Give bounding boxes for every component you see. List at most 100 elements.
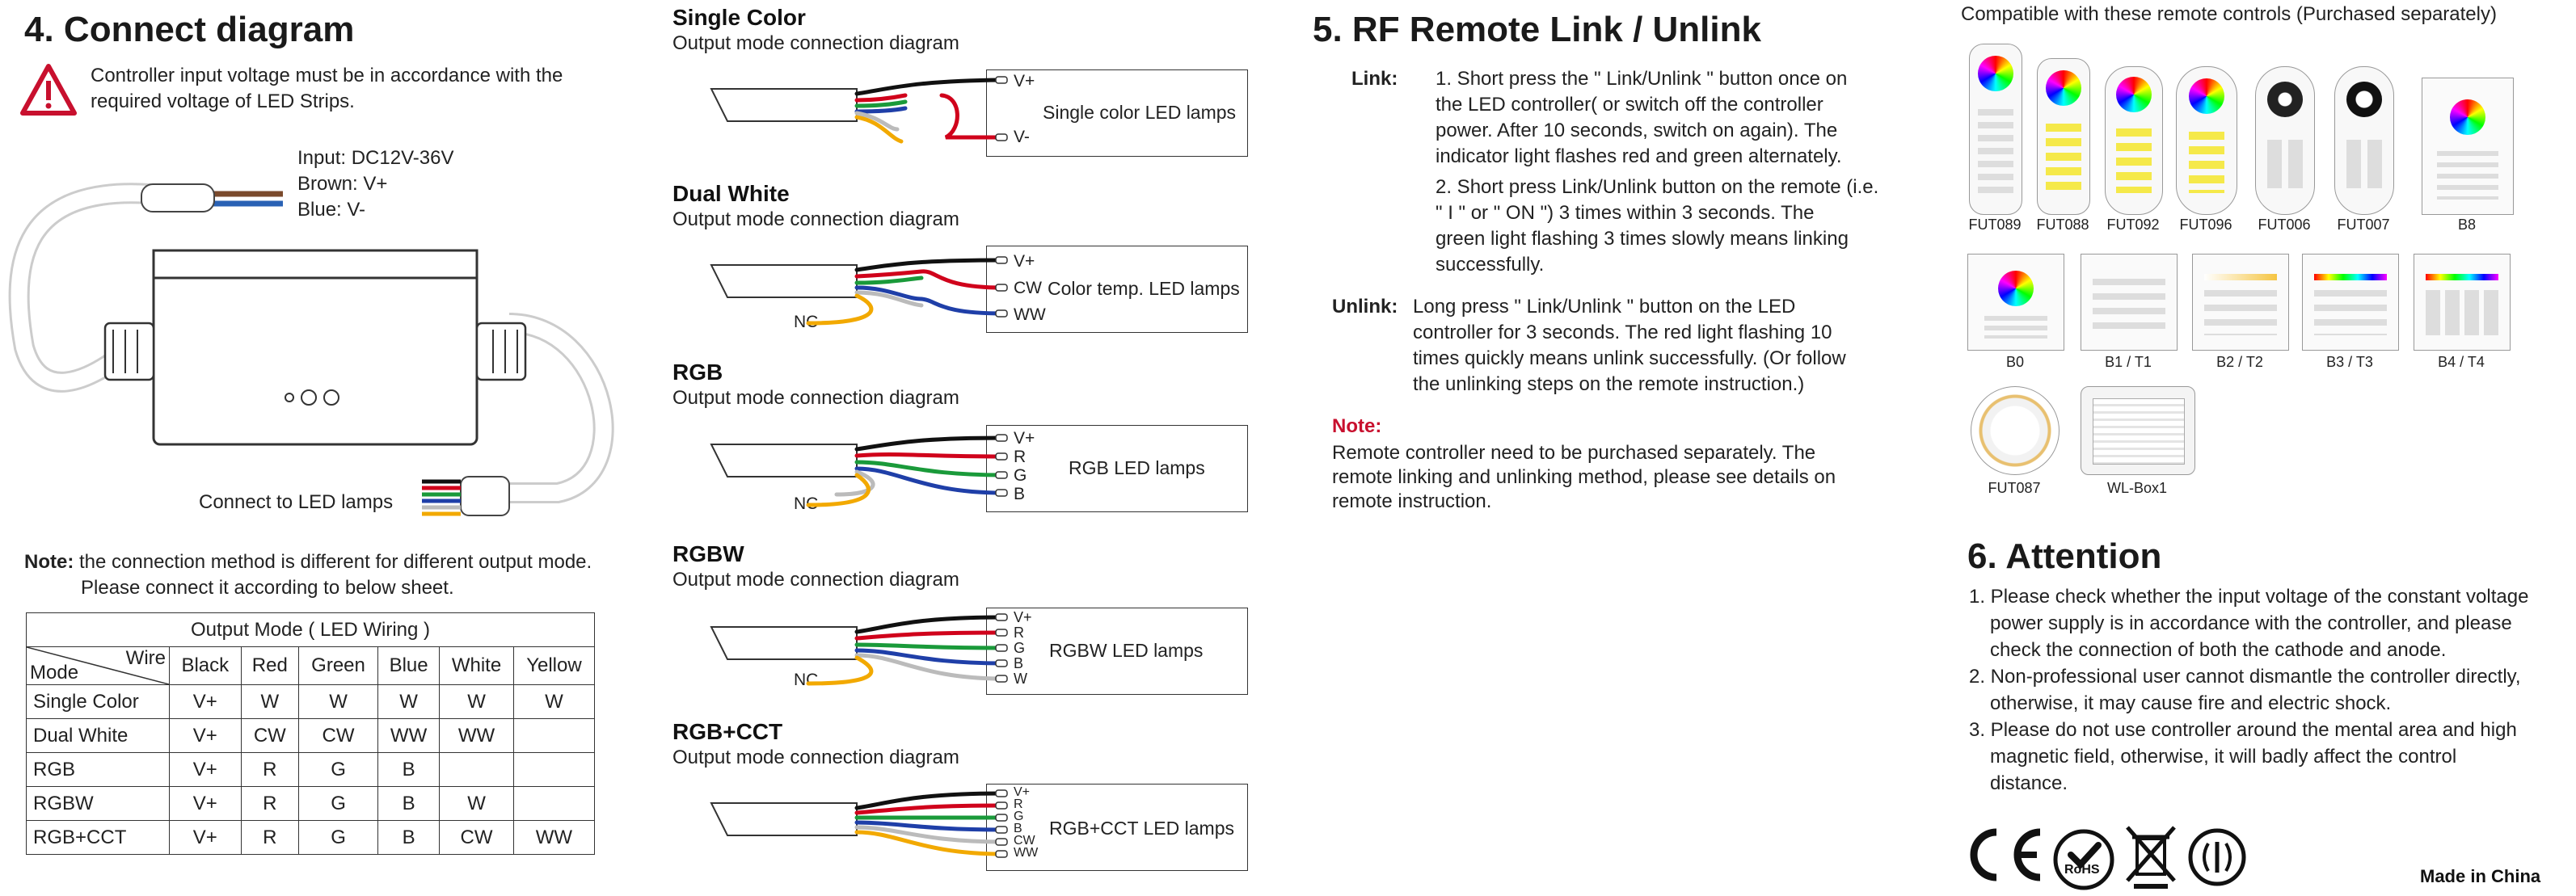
attention-item: 3. Please do not use controller around t… (1969, 719, 2517, 794)
lamp-label: RGB+CCT LED lamps (1049, 818, 1235, 839)
lamp-box (986, 425, 1248, 512)
led-connect-label: Connect to LED lamps (199, 491, 394, 513)
made-in-label: Made in China (2420, 866, 2541, 886)
pin-label: V+ (1014, 252, 1035, 271)
remote-caption: B8 (2457, 217, 2477, 233)
remote-caption: FUT006 (2258, 217, 2311, 233)
nc-label: NC (794, 494, 819, 513)
buttons-icon (2437, 151, 2498, 200)
slider-icon (2426, 274, 2498, 280)
remote-caption: FUT088 (2036, 217, 2089, 233)
remote-caption: B4 / T4 (2438, 354, 2485, 370)
color-wheel-icon (2450, 99, 2485, 135)
link-step-1: 1. Short press the " Link/Unlink " butto… (1436, 68, 1848, 167)
rf-note-label: Note: (1332, 415, 1382, 437)
remote-fut087 (1971, 386, 2060, 475)
diagram-wiring (710, 76, 1008, 858)
buttons-icon (2093, 279, 2165, 335)
wireless-icon (2188, 828, 2246, 886)
rohs-label: RoHS (2064, 863, 2100, 877)
color-wheel-icon (1978, 56, 2013, 91)
remote-fut089 (1969, 44, 2022, 215)
table-title: Output Mode ( LED Wiring ) (26, 612, 595, 647)
remote-caption: B1 / T1 (2105, 354, 2152, 370)
panel-b2 (2192, 254, 2289, 351)
buttons-icon (2314, 290, 2387, 335)
lamp-box (986, 784, 1248, 871)
remote-b8 (2422, 78, 2514, 215)
lamp-label: RGBW LED lamps (1049, 640, 1204, 661)
color-wheel-icon (2116, 77, 2152, 112)
diagram-title: RGB (672, 360, 723, 385)
remote-caption: FUT096 (2179, 217, 2232, 233)
wiring-table: Output Mode ( LED Wiring ) Wire Mode Bla… (26, 612, 596, 855)
table-header: White (439, 646, 514, 685)
connect-title: 4. Connect diagram (24, 10, 355, 49)
diagram-title: Single Color (672, 5, 806, 30)
unlink-text: Long press " Link/Unlink " button on the… (1413, 296, 1846, 395)
pin-label: B (1014, 485, 1026, 503)
buttons-icon (2204, 290, 2277, 335)
pin-label: V+ (1014, 429, 1035, 448)
panel-b4 (2414, 254, 2511, 351)
attention-item: 1. Please check whether the input voltag… (1969, 586, 2529, 661)
color-wheel-icon (1998, 271, 2034, 306)
pin-label: V+ (1014, 785, 1031, 799)
table-header: Black (169, 646, 242, 685)
rf-title: 5. RF Remote Link / Unlink (1313, 10, 1761, 49)
link-label: Link: (1351, 68, 1398, 90)
table-corner: Wire Mode (26, 646, 170, 685)
input-labels: Input: DC12V-36V Brown: V+ Blue: V- (297, 147, 454, 221)
rohs-icon (2053, 829, 2114, 890)
diagram-subtitle: Output mode connection diagram (672, 32, 959, 54)
pin-label: R (1014, 797, 1023, 811)
buttons-icon (2116, 128, 2152, 193)
remote-caption: FUT087 (1988, 480, 2041, 496)
remote-caption: FUT092 (2106, 217, 2160, 233)
pin-label: V+ (1014, 72, 1035, 90)
lamp-label: Single color LED lamps (1043, 102, 1237, 123)
lamp-label: RGB LED lamps (1069, 457, 1205, 478)
warning-icon (20, 64, 77, 116)
diagram-title: RGBW (672, 541, 744, 566)
lamp-box (986, 69, 1248, 157)
connect-note: Note: the connection method is different… (24, 551, 592, 599)
diagram-title: RGB+CCT (672, 719, 783, 744)
pin-label: CW (1014, 834, 1035, 848)
diagram-title: Dual White (672, 181, 790, 206)
buttons-icon (2267, 140, 2303, 188)
color-wheel-icon (2046, 70, 2081, 106)
attention-title: 6. Attention (1967, 536, 2162, 576)
diagram-subtitle: Output mode connection diagram (672, 569, 959, 591)
warning-text: Controller input voltage must be in acco… (91, 65, 563, 112)
link-step-2: 2. Short press Link/Unlink button on the… (1436, 176, 1879, 276)
pin-label: V- (1014, 128, 1030, 146)
pin-label: WW (1014, 305, 1046, 324)
remotes-header: Compatible with these remote controls (P… (1961, 3, 2497, 25)
panel-b1 (2081, 254, 2178, 351)
pin-label: WW (1014, 846, 1039, 860)
remote-caption: B0 (2005, 354, 2025, 370)
pin-label: R (1014, 625, 1024, 641)
remote-caption: FUT007 (2337, 217, 2390, 233)
buttons-icon (2426, 290, 2498, 335)
buttons-icon (2346, 140, 2382, 188)
remote-fut096 (2176, 66, 2237, 215)
diagram-subtitle: Output mode connection diagram (672, 747, 959, 768)
diagram-subtitle: Output mode connection diagram (672, 208, 959, 230)
remote-fut092 (2105, 66, 2163, 215)
pin-label: B (1014, 822, 1022, 835)
lamp-box (986, 608, 1248, 695)
controller-illustration (8, 183, 614, 516)
table-header: Green (298, 646, 379, 685)
remote-caption: B2 / T2 (2216, 354, 2263, 370)
ce-mark-icon (1970, 828, 2041, 881)
remote-caption: FUT089 (1968, 217, 2022, 233)
table-header: Blue (377, 646, 441, 685)
remote-caption: WL-Box1 (2106, 480, 2168, 496)
